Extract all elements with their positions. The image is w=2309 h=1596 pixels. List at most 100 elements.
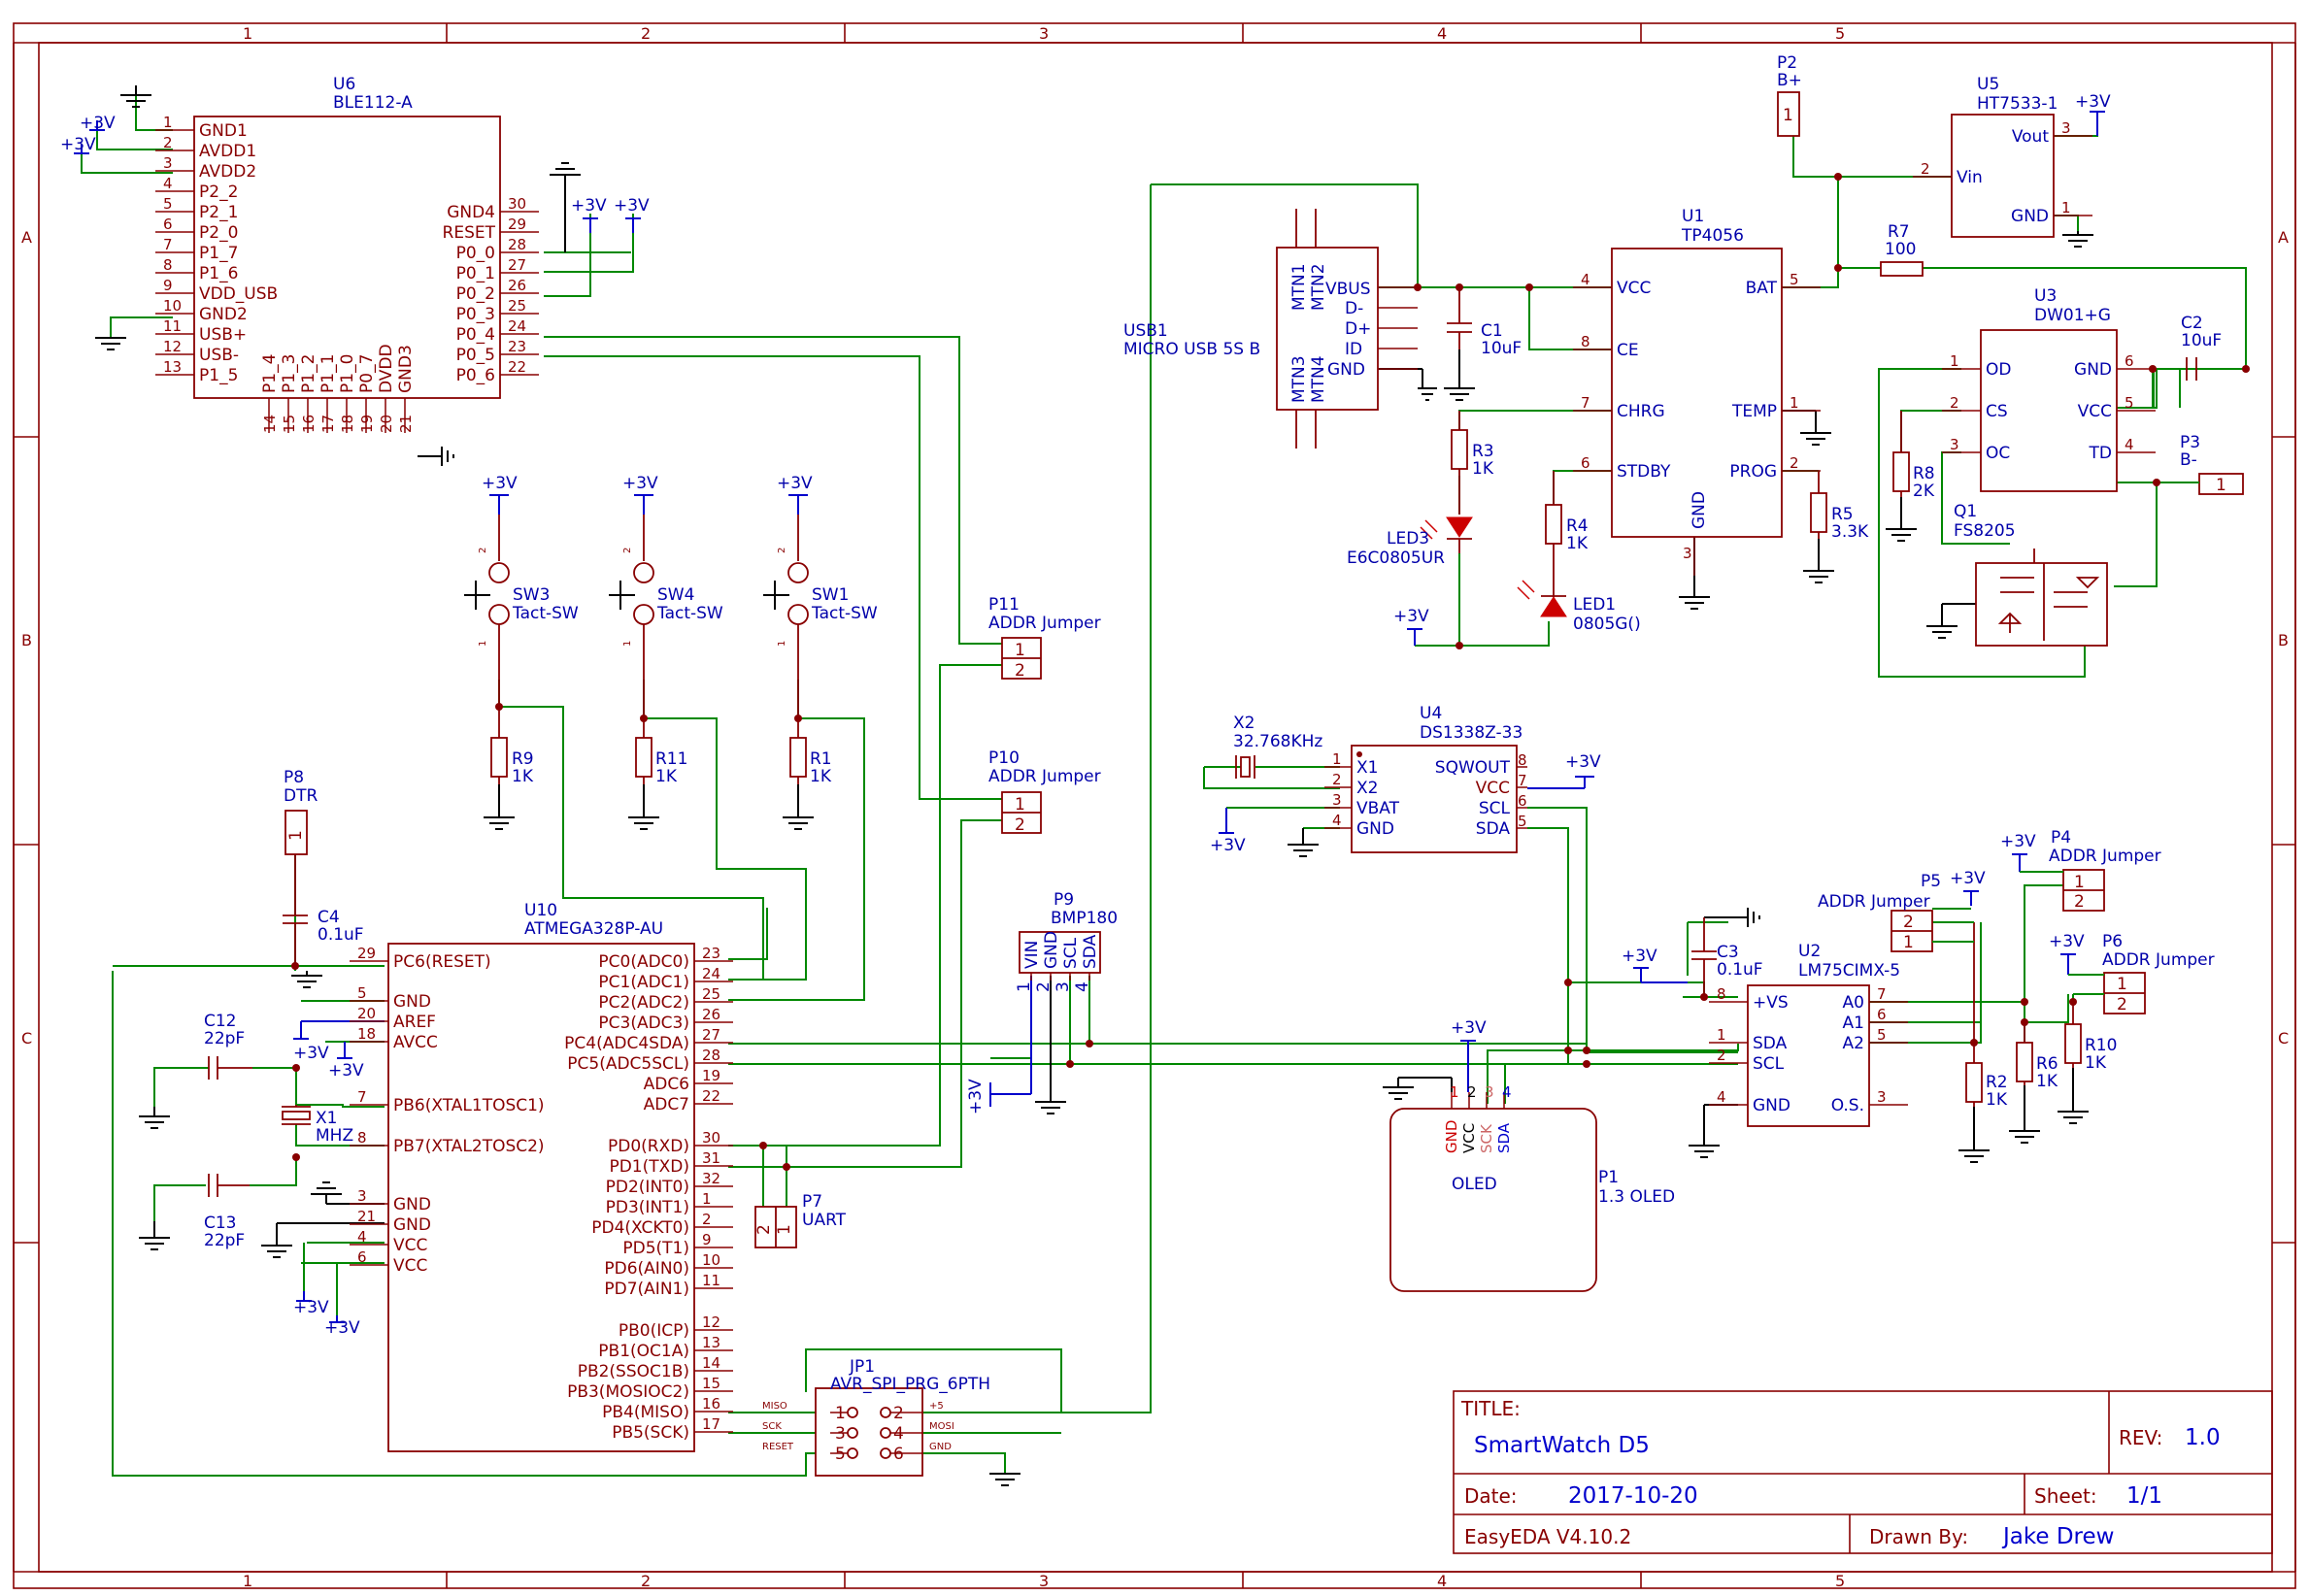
p9-gnd-num: 2: [1034, 981, 1054, 992]
u6-left-p1-7-num: 7: [163, 236, 173, 253]
u4-pins-vbat-label: VBAT: [1356, 799, 1400, 818]
p9-vin-num: 1: [1015, 981, 1034, 992]
svg-text:C2: C2: [2181, 314, 2203, 333]
jp1-plus5-pin: 2+5: [880, 1401, 944, 1423]
svg-text:R7: R7: [1888, 222, 1910, 242]
svg-text:ADDR Jumper: ADDR Jumper: [988, 614, 1101, 633]
gnd-r8: [1886, 497, 1917, 542]
u6-left-p2-0-num: 6: [163, 216, 173, 233]
gnd-c12: [139, 1107, 170, 1129]
title-label: TITLE:: [1460, 1397, 1521, 1420]
u1-pins-vcc-label: VCC: [1617, 279, 1651, 298]
u2-pins-o-s--num: 3: [1877, 1088, 1887, 1106]
u4-scl-num: 6: [1518, 792, 1527, 810]
u6-bottom-dvdd-num: 20: [378, 415, 395, 433]
svg-text:D+: D+: [1345, 319, 1371, 339]
u6-left-avdd2-num: 3: [163, 154, 173, 172]
svg-text:2K: 2K: [1913, 482, 1935, 501]
frame-col-2-top: 2: [641, 24, 651, 43]
jp1-reset-label: RESET: [762, 1442, 794, 1452]
jp1-reset-num: 5: [835, 1445, 846, 1464]
u1-pins-temp-label: TEMP: [1731, 402, 1777, 421]
u2-pins-sda-label: SDA: [1753, 1034, 1788, 1053]
svg-text:3.3K: 3.3K: [1831, 522, 1869, 542]
u6-right-p0-4-label: P0_4: [456, 325, 495, 345]
u3-pins-td-num: 4: [2125, 436, 2134, 453]
svg-text:LED1: LED1: [1573, 595, 1616, 615]
u6-right-p0-2-num: 26: [508, 277, 526, 294]
u6-bottom-p1-2-num: 16: [300, 415, 318, 433]
svg-text:+3V: +3V: [571, 196, 607, 216]
svg-text:R6: R6: [2036, 1054, 2058, 1074]
svg-text:2: 2: [2074, 892, 2085, 912]
svg-text:P9: P9: [1054, 890, 1074, 910]
svg-text:+3V: +3V: [328, 1061, 364, 1081]
switches: 2 1 SW3 Tact-SW 2 1 SW4 Tact-SW 2 1 SW1 …: [464, 515, 878, 680]
svg-text:ID: ID: [1345, 340, 1362, 359]
p10-jumper: 1 2 P10 ADDR Jumper: [988, 748, 1101, 835]
u10-left-pb6-xtal1tosc1--num: 7: [357, 1088, 367, 1106]
frame-col-5-top: 5: [1835, 24, 1845, 43]
u10-right-adc7-label: ADC7: [644, 1095, 689, 1114]
u3-pins-oc-num: 3: [1950, 436, 1959, 453]
svg-text:1: 1: [1015, 795, 1025, 815]
sheet-value: 1/1: [2126, 1483, 2162, 1509]
u2-pins-vs-label: +VS: [1753, 993, 1789, 1013]
svg-text:R10: R10: [2085, 1036, 2117, 1055]
svg-text:MTN3: MTN3: [1289, 355, 1309, 403]
svg-text:+3V: +3V: [80, 114, 116, 133]
svg-text:MHZ: MHZ: [316, 1126, 353, 1146]
u10-left-gnd-label: GND: [393, 992, 431, 1012]
u6-right-p0-2-label: P0_2: [456, 284, 495, 304]
u10-right-pc0-adc0--num: 23: [702, 945, 720, 962]
u6-left-vdd-usb-num: 9: [163, 277, 173, 294]
u10-right-pd6-ain0--label: PD6(AIN0): [604, 1259, 689, 1279]
gnd-u1-temp: [1782, 410, 1831, 446]
u10-right-pd6-ain0--num: 10: [702, 1251, 720, 1269]
vcc-3v-rtc-vbat: +3V: [1210, 808, 1246, 855]
vcc-3v-u6-p00: +3V: [614, 196, 650, 233]
u6-right-reset-num: 29: [508, 216, 526, 233]
u2-pins-o-s--pin: 3O.S.: [1831, 1088, 1908, 1115]
u2-pins-sda-num: 1: [1717, 1026, 1726, 1044]
u10-right-pc4-adc4sda--label: PC4(ADC4SDA): [564, 1034, 689, 1053]
frame-row-c-left: C: [21, 1029, 32, 1047]
frame-col-4-top: 4: [1437, 24, 1447, 43]
svg-text:1: 1: [777, 641, 787, 647]
u10-right-pb4-miso--num: 16: [702, 1395, 720, 1413]
svg-text:+3V: +3V: [1950, 869, 1986, 888]
jp1-miso-label: MISO: [762, 1401, 787, 1412]
svg-text:1: 1: [1783, 106, 1793, 125]
svg-text:R3: R3: [1472, 442, 1494, 461]
u10-right-pc0-adc0--label: PC0(ADC0): [598, 952, 689, 972]
svg-text:DTR: DTR: [284, 786, 318, 806]
p2-battery-plus: 1 P2 B+: [1777, 53, 1802, 137]
u10-right-pc4-adc4sda--num: 27: [702, 1026, 720, 1044]
jp1-gnd-label: GND: [929, 1442, 952, 1452]
u2-pins-a0-pin: 7A0: [1843, 985, 1908, 1013]
u2-pins-a0-num: 7: [1877, 985, 1887, 1003]
u6-bottom-p1-4-pin: P1_414: [260, 354, 280, 433]
svg-text:+3V: +3V: [966, 1079, 986, 1114]
vcc-3v-p4: +3V: [2000, 832, 2036, 872]
svg-text:JP1: JP1: [849, 1357, 875, 1377]
u6-left-usb--label: USB+: [199, 325, 247, 345]
frame-row-b-left: B: [21, 631, 32, 649]
